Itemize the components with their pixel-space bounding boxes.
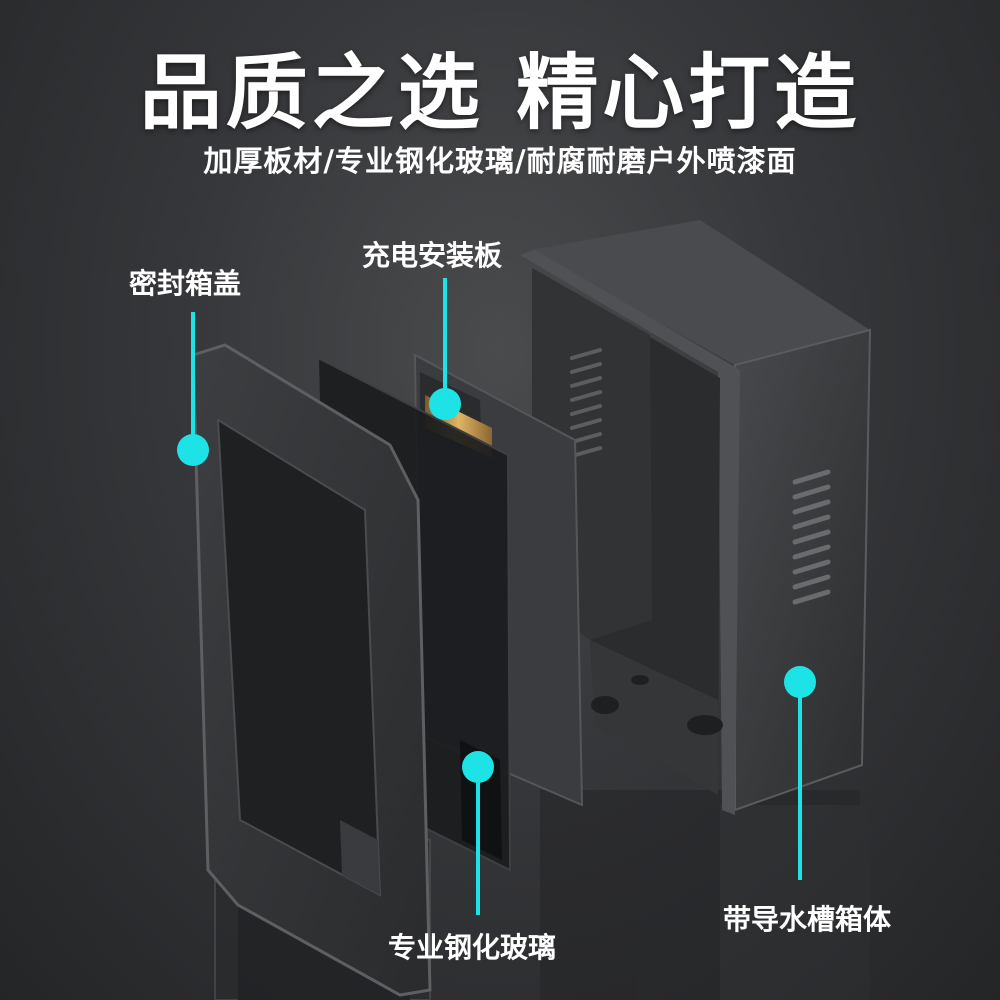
callout-label-box-body: 带导水槽箱体 [723, 903, 892, 936]
headline: 品质之选 精心打造 [139, 46, 861, 141]
callout-dot-lid [177, 434, 209, 466]
sealed-lid [191, 343, 432, 997]
callout-dot-charging-board [429, 388, 461, 420]
callout-dot-glass [462, 751, 494, 783]
callout-label-glass: 专业钢化玻璃 [388, 931, 557, 964]
callout-lines [191, 278, 802, 915]
callout-dot-box-body [784, 666, 816, 698]
callout-label-charging-board: 充电安装板 [362, 239, 503, 272]
callout-label-lid: 密封箱盖 [129, 267, 242, 300]
subtitle: 加厚板材/专业钢化玻璃/耐腐耐磨户外喷漆面 [203, 144, 797, 178]
